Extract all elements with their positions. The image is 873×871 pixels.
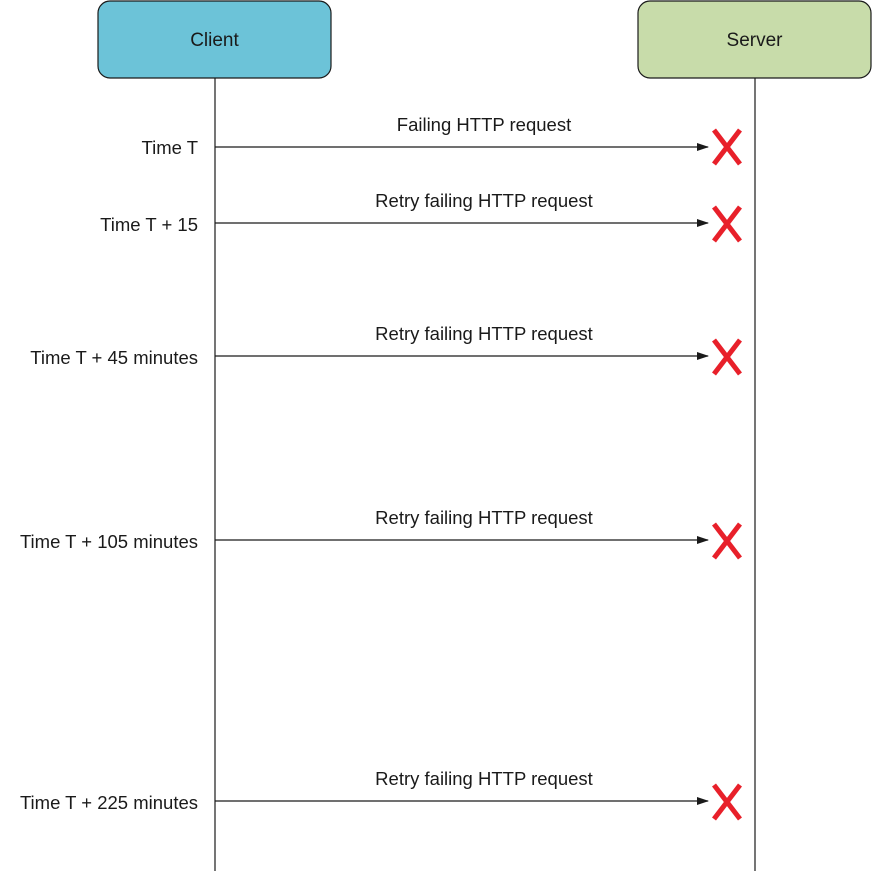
server-box [637,0,872,79]
x-mark-icon [712,205,742,243]
client-participant: Client [97,0,332,79]
client-box [97,0,332,79]
message-row: Time T + 45 minutes Retry failing HTTP r… [30,323,742,376]
message-row: Time T + 225 minutes Retry failing HTTP … [20,768,742,821]
time-label: Time T + 225 minutes [20,792,198,813]
x-mark-icon [712,338,742,376]
time-label: Time T + 15 [100,214,198,235]
client-label: Client [190,30,239,51]
time-label: Time T [141,137,198,158]
message-row: Time T Failing HTTP request [141,114,742,166]
x-mark-icon [712,522,742,560]
message-label: Failing HTTP request [397,114,571,135]
server-participant: Server [637,0,872,79]
message-label: Retry failing HTTP request [375,190,593,211]
message-row: Time T + 105 minutes Retry failing HTTP … [20,507,742,560]
time-label: Time T + 105 minutes [20,531,198,552]
server-label: Server [727,30,784,51]
message-row: Time T + 15 Retry failing HTTP request [100,190,742,243]
message-label: Retry failing HTTP request [375,507,593,528]
x-mark-icon [712,128,742,166]
x-mark-icon [712,783,742,821]
message-label: Retry failing HTTP request [375,768,593,789]
time-label: Time T + 45 minutes [30,347,198,368]
message-label: Retry failing HTTP request [375,323,593,344]
